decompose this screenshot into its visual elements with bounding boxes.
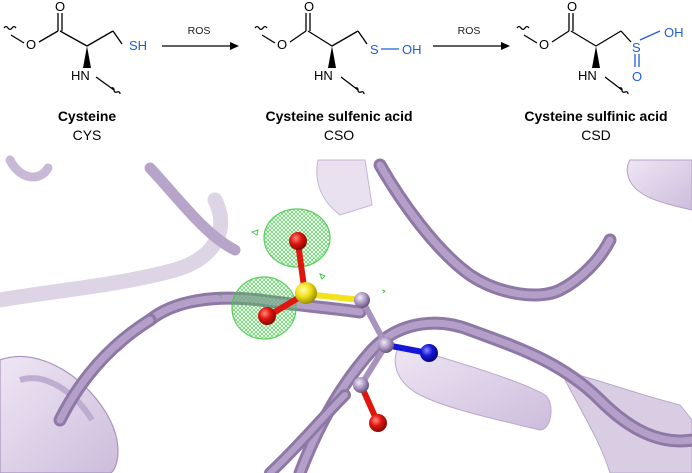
sulfur-atom (295, 282, 317, 304)
wavy-bond-ester (3, 25, 17, 31)
csd-structure (516, 13, 661, 95)
carbon-atom-c (353, 377, 369, 393)
sheet-center (316, 159, 373, 216)
cso-sulfur: S (370, 42, 379, 57)
reaction-arrow-2 (433, 42, 510, 50)
cso-name: Cysteine sulfenic acid (265, 108, 412, 124)
sheet-arrow-right (394, 344, 552, 431)
cys-amine: HN (71, 68, 90, 83)
csd-code: CSD (581, 127, 611, 143)
csd-ester-o: O (539, 37, 549, 52)
cys-carbonyl-o: O (55, 0, 65, 14)
nitrogen-atom (420, 344, 438, 362)
reaction-arrow-1 (162, 42, 239, 50)
oxygen-atom-1 (289, 232, 307, 250)
oxygen-atom-2 (258, 307, 276, 325)
cso-hydroxyl: OH (402, 42, 422, 57)
csd-oxo: O (632, 69, 642, 84)
helix-right-top (626, 159, 692, 211)
protein-structure-render (0, 155, 692, 473)
csd-sulfur: S (632, 40, 641, 55)
csd-amine: HN (578, 68, 597, 83)
oxygen-atom-3 (369, 414, 387, 432)
background-ribbons (0, 155, 241, 308)
wedge-bond (83, 46, 91, 68)
cso-amine: HN (314, 68, 333, 83)
arrow-2-label: ROS (458, 25, 481, 37)
cys-name: Cysteine (58, 108, 117, 124)
arrow-1-label: ROS (188, 25, 211, 37)
cso-carbonyl-o: O (304, 0, 314, 14)
csd-name: Cysteine sulfinic acid (524, 108, 667, 124)
cso-structure (254, 13, 399, 95)
cysteine-structure (3, 13, 123, 95)
csd-hydroxyl: OH (664, 25, 684, 40)
cys-ester-o: O (26, 37, 36, 52)
reaction-scheme: O O HN SH Cysteine CYS ROS O O HN (3, 0, 684, 143)
cys-code: CYS (73, 127, 102, 143)
carbon-atom-cb (354, 292, 370, 308)
wavy-bond-amine (110, 87, 121, 95)
cys-thiol: SH (129, 38, 147, 53)
carbon-atom-ca (378, 337, 394, 353)
csd-ball-and-stick (258, 232, 438, 432)
cso-ester-o: O (277, 37, 287, 52)
cso-code: CSO (324, 127, 354, 143)
csd-carbonyl-o: O (567, 0, 577, 14)
